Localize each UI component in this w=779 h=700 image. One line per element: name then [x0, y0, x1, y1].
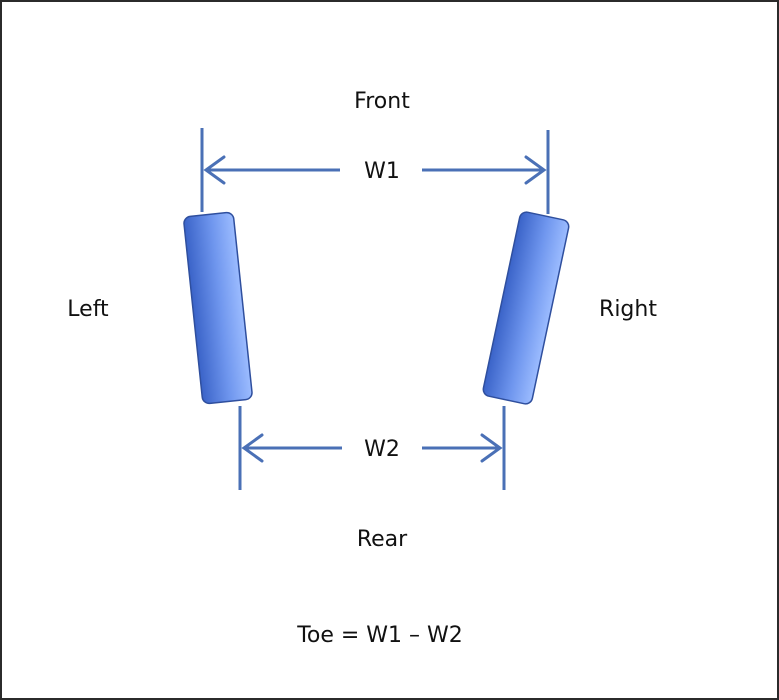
w2-left-arrowhead [241, 433, 264, 463]
w1-left-arrowhead [203, 155, 226, 185]
front-label: Front [354, 89, 410, 114]
w1-right-arrowhead [524, 155, 547, 185]
rear-label: Rear [357, 527, 408, 552]
right-label: Right [599, 297, 657, 322]
w2-right-arrowhead [480, 433, 503, 463]
right-wheel [482, 211, 570, 405]
w2-label: W2 [364, 437, 400, 462]
w1-label: W1 [364, 159, 400, 184]
left-wheel [183, 211, 253, 405]
toe-formula: Toe = W1 – W2 [296, 623, 463, 648]
left-label: Left [67, 297, 109, 322]
